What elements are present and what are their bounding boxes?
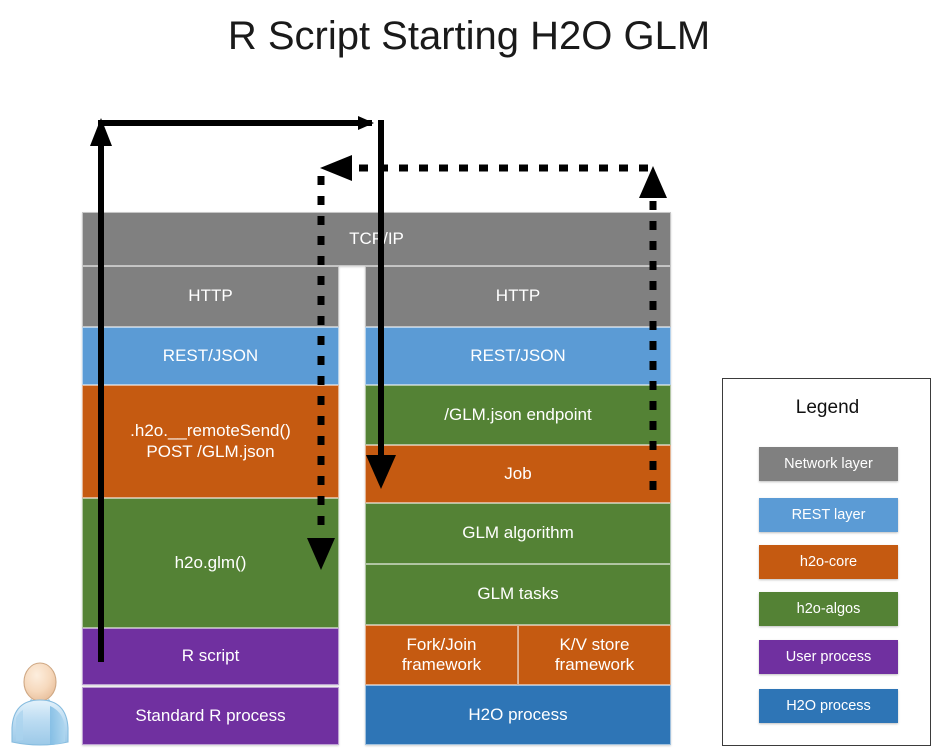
legend-panel: Legend Network layer REST layer h2o-core…: [722, 378, 931, 746]
legend-item-network-layer[interactable]: Network layer: [759, 447, 898, 481]
legend-title: Legend: [795, 397, 860, 418]
right-row-glm-json-endpoint: /GLM.json endpoint: [365, 385, 671, 445]
right-row-h2o-process: H2O process: [365, 685, 671, 745]
legend-item-h2o-core[interactable]: h2o-core: [759, 545, 898, 579]
legend-item-user-process[interactable]: User process: [759, 640, 898, 674]
legend-item-h2o-algos[interactable]: h2o-algos: [759, 592, 898, 626]
right-row-job: Job: [365, 445, 671, 503]
right-row-glm-tasks: GLM tasks: [365, 564, 671, 625]
bridge-tcpip: TCP/IP: [82, 212, 671, 266]
right-row-kv-store-framework: K/V store framework: [518, 625, 671, 685]
left-row-h2o-glm: h2o.glm(): [82, 498, 339, 628]
left-row-remote-send: .h2o.__remoteSend() POST /GLM.json: [82, 385, 339, 498]
right-row-http: HTTP: [365, 266, 671, 327]
user-avatar-icon: [11, 662, 69, 746]
page-title: R Script Starting H2O GLM: [227, 14, 711, 58]
legend-item-rest-layer[interactable]: REST layer: [759, 498, 898, 532]
legend-item-h2o-process[interactable]: H2O process: [759, 689, 898, 723]
response-arrowhead-up: [639, 166, 667, 198]
left-row-http: HTTP: [82, 266, 339, 327]
right-row-rest-json: REST/JSON: [365, 327, 671, 385]
left-row-r-script: R script: [82, 628, 339, 685]
response-arrowhead-left: [320, 155, 352, 181]
left-row-rest-json: REST/JSON: [82, 327, 339, 385]
right-row-glm-algorithm: GLM algorithm: [365, 503, 671, 564]
left-row-standard-r-process: Standard R process: [82, 687, 339, 745]
right-row-fork-join-framework: Fork/Join framework: [365, 625, 518, 685]
